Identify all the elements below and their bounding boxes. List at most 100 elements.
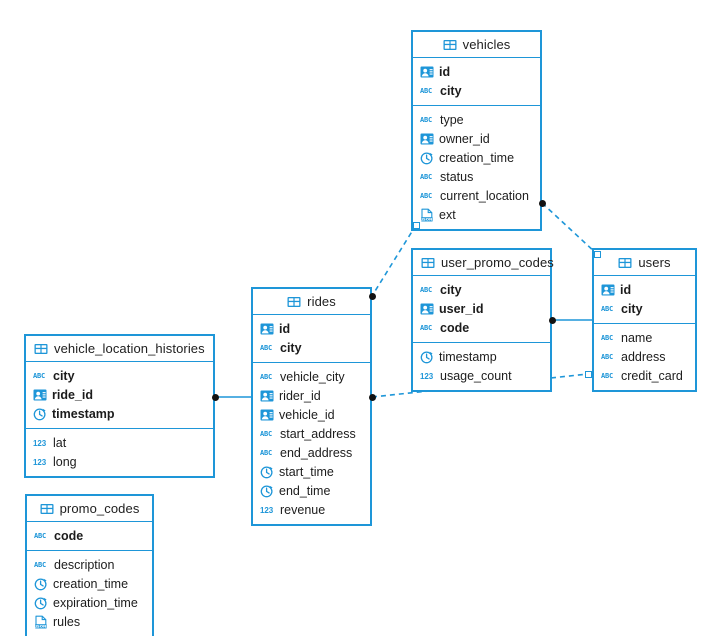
field-label: id [439, 64, 451, 79]
field-label: expiration_time [53, 595, 138, 610]
id-card-icon [260, 389, 274, 403]
primary-key-row-ride_id[interactable]: ride_id [26, 385, 213, 404]
primary-key-row-timestamp[interactable]: timestamp [26, 404, 213, 423]
field-row-vehicle_id[interactable]: vehicle_id [253, 405, 370, 424]
table-header-promo_codes[interactable]: promo_codes [27, 496, 152, 522]
field-section-promo_codes: ABC description creation_time expiration_ti… [27, 550, 152, 636]
field-label: timestamp [52, 406, 115, 421]
json-document-icon: JSON [420, 208, 434, 222]
id-card-icon [601, 283, 615, 297]
field-label: creation_time [53, 576, 129, 591]
field-label: code [440, 320, 470, 335]
abc-text-icon: ABC [34, 560, 47, 569]
svg-text:JSON: JSON [34, 623, 46, 628]
primary-key-row-city[interactable]: ABC city [413, 81, 540, 100]
field-row-creation_time[interactable]: creation_time [413, 148, 540, 167]
primary-key-row-user_id[interactable]: user_id [413, 299, 550, 318]
id-card-icon [33, 388, 47, 402]
field-label: city [621, 301, 643, 316]
relationship-marker-dot-rel-user_promo_codes-users-start [548, 316, 556, 324]
relationship-edge-rel-vehicles-user_promo_codes[interactable] [371, 224, 417, 297]
relationship-marker-square-rel-vehicles-users-end [593, 250, 601, 258]
field-row-end_time[interactable]: end_time [253, 481, 370, 500]
primary-key-row-id[interactable]: id [413, 62, 540, 81]
field-row-credit_card[interactable]: ABC credit_card [594, 366, 695, 385]
field-label: usage_count [440, 368, 512, 383]
field-label: credit_card [621, 368, 683, 383]
field-row-timestamp[interactable]: timestamp [413, 347, 550, 366]
field-row-address[interactable]: ABC address [594, 347, 695, 366]
field-label: lat [53, 435, 67, 450]
field-label: end_address [280, 445, 353, 460]
field-label: code [54, 528, 84, 543]
table-title: rides [307, 294, 336, 309]
field-label: type [440, 112, 464, 127]
abc-text-icon: ABC [260, 372, 273, 381]
table-header-rides[interactable]: rides [253, 289, 370, 315]
table-header-vehicles[interactable]: vehicles [413, 32, 540, 58]
abc-text-icon: ABC [420, 86, 433, 95]
relationship-marker-dot-rel-vehicles-users-start [538, 199, 546, 207]
primary-key-row-id[interactable]: id [253, 319, 370, 338]
table-header-vehicle_location_histories[interactable]: vehicle_location_histories [26, 336, 213, 362]
id-card-icon [420, 65, 434, 79]
field-label: current_location [440, 188, 529, 203]
abc-text-icon: ABC [601, 371, 614, 380]
field-label: creation_time [439, 150, 515, 165]
field-row-description[interactable]: ABC description [27, 555, 152, 574]
field-row-creation_time[interactable]: creation_time [27, 574, 152, 593]
field-label: address [621, 349, 666, 364]
field-label: ride_id [52, 387, 93, 402]
primary-key-row-id[interactable]: id [594, 280, 695, 299]
field-label: rider_id [279, 388, 321, 403]
table-header-users[interactable]: users [594, 250, 695, 276]
relationship-marker-dot-rel-vehicles-user_promo_codes-end [368, 292, 376, 300]
relationship-marker-square-rel-rides-users-end [584, 370, 592, 378]
table-title: vehicles [462, 37, 511, 52]
table-grid-icon [40, 502, 54, 516]
field-label: description [54, 557, 115, 572]
field-row-owner_id[interactable]: owner_id [413, 129, 540, 148]
field-row-start_time[interactable]: start_time [253, 462, 370, 481]
field-label: city [440, 83, 462, 98]
field-row-rider_id[interactable]: rider_id [253, 386, 370, 405]
table-grid-icon [34, 342, 48, 356]
json-document-icon: JSON [34, 615, 48, 629]
relationship-edge-rel-vehicles-users[interactable] [541, 202, 598, 255]
abc-text-icon: ABC [601, 352, 614, 361]
table-header-user_promo_codes[interactable]: user_promo_codes [413, 250, 554, 276]
field-row-expiration_time[interactable]: expiration_time [27, 593, 152, 612]
clock-icon [420, 151, 434, 165]
table-title: promo_codes [59, 501, 140, 516]
abc-text-icon: ABC [260, 343, 273, 352]
